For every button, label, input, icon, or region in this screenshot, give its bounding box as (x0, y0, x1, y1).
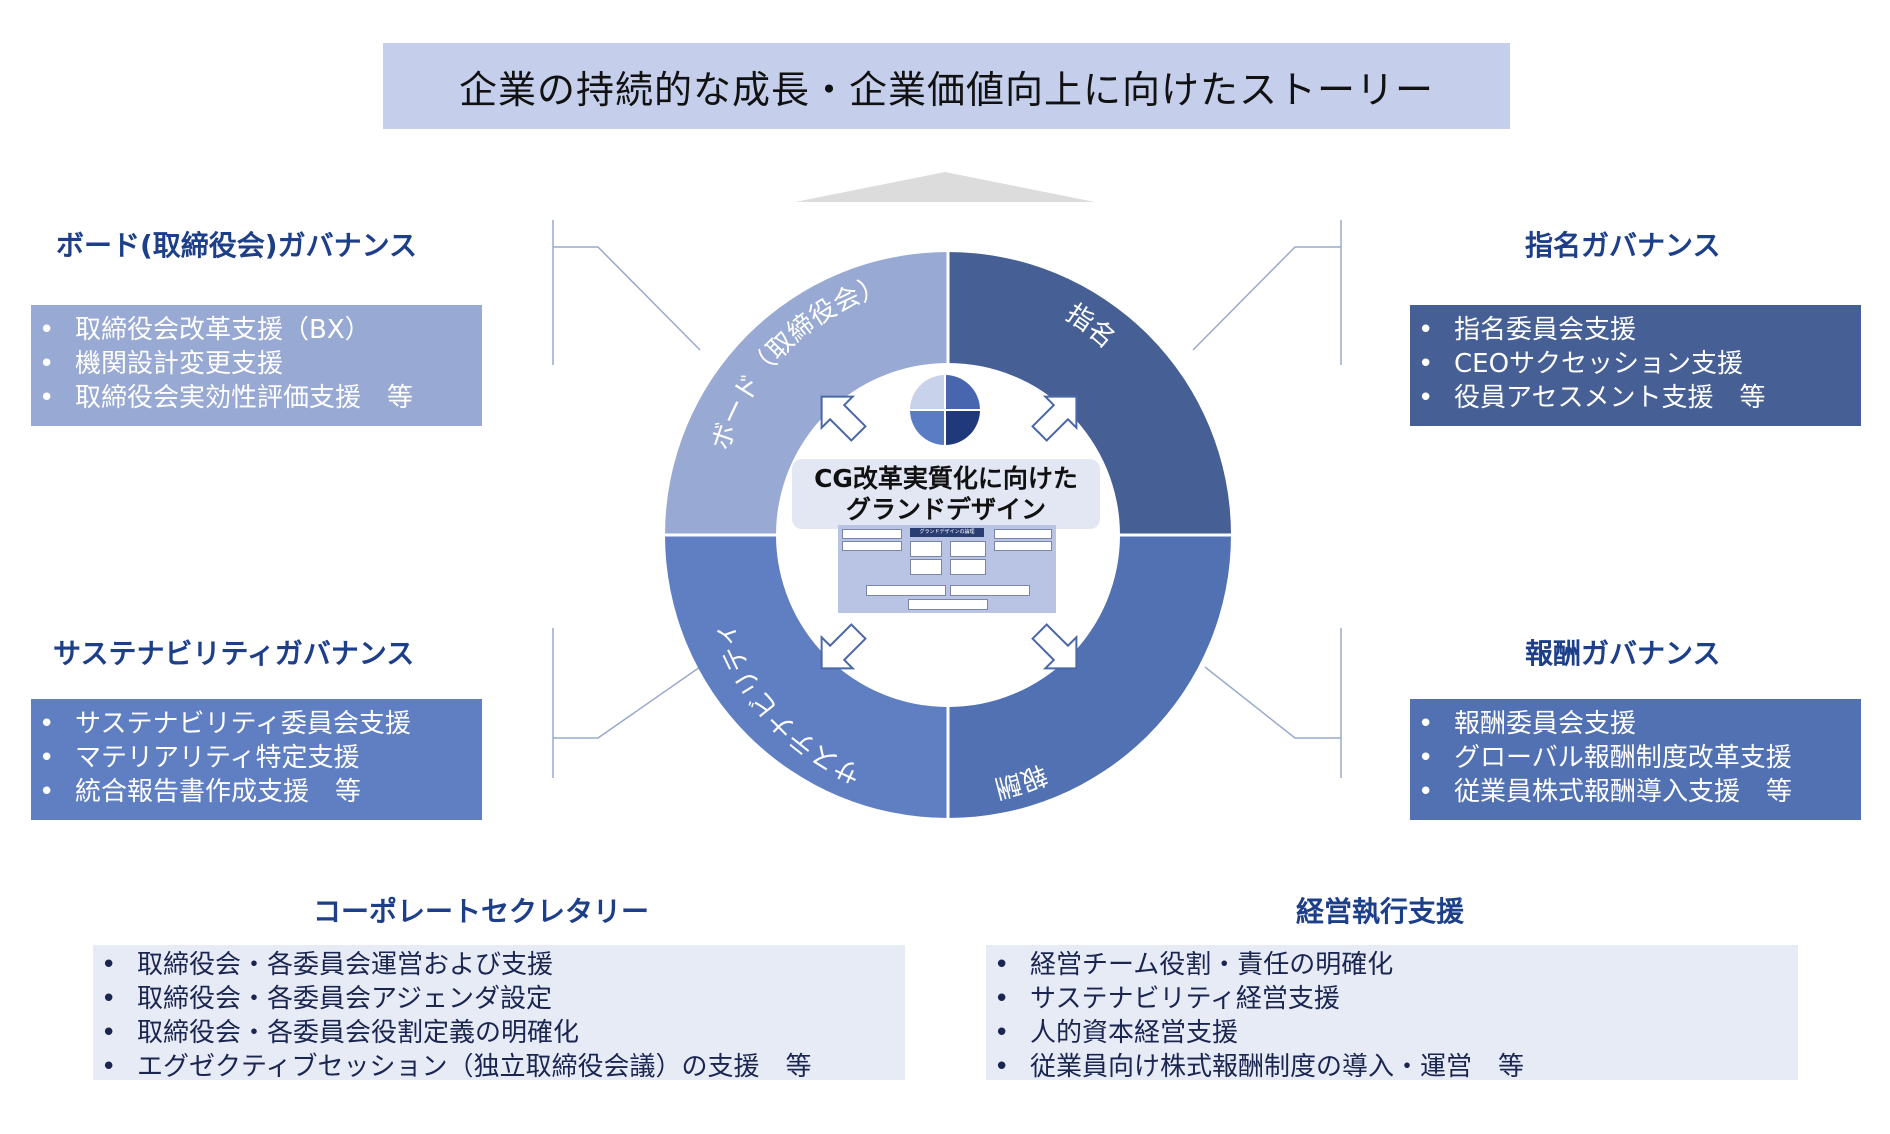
thumbnail-cell (950, 541, 986, 557)
list-item: 取締役会・各委員会運営および支援 (101, 948, 905, 982)
center-title: CG改革実質化に向けた グランドデザイン (792, 459, 1100, 529)
center-title-line1: CG改革実質化に向けた (814, 464, 1078, 493)
corporate-secretary-title: コーポレートセクレタリー (313, 895, 650, 928)
center-title-line2: グランドデザイン (845, 495, 1046, 524)
list-item: 機関設計変更支援 (39, 347, 482, 381)
list-item: 取締役会実効性評価支援 等 (39, 381, 482, 415)
list-item: 指名委員会支援 (1418, 313, 1861, 347)
thumbnail-cell (910, 559, 942, 575)
thumbnail-cell (908, 599, 988, 610)
thumbnail-cell (866, 585, 946, 596)
ring-segment-nomination (948, 252, 1231, 535)
arrow-up-left-icon (820, 395, 867, 442)
pie-logo-icon (909, 374, 981, 446)
list-item: 統合報告書作成支援 等 (39, 775, 482, 809)
list-item: マテリアリティ特定支援 (39, 741, 482, 775)
list-item: CEOサクセッション支援 (1418, 347, 1861, 381)
compensation-governance-title: 報酬ガバナンス (1525, 637, 1721, 670)
nomination-governance-box: 指名委員会支援 CEOサクセッション支援 役員アセスメント支援 等 (1410, 305, 1861, 426)
list-item: 取締役会・各委員会アジェンダ設定 (101, 982, 905, 1016)
page-title: 企業の持続的な成長・企業価値向上に向けたストーリー (458, 67, 1434, 112)
list-item: サステナビリティ委員会支援 (39, 707, 482, 741)
thumbnail-cell (910, 541, 942, 557)
list-item: エグゼクティブセッション（独立取締役会議）の支援 等 (101, 1050, 905, 1084)
ring-segment-board (665, 252, 948, 535)
list-item: グローバル報酬制度改革支援 (1418, 741, 1861, 775)
nomination-governance-title: 指名ガバナンス (1525, 229, 1721, 262)
up-arrow-icon (795, 172, 1095, 202)
thumbnail-cell (842, 541, 902, 551)
ring-segment-compensation (948, 535, 1231, 818)
list-item: サステナビリティ経営支援 (994, 982, 1798, 1016)
thumbnail-cell (994, 529, 1052, 539)
list-item: 役員アセスメント支援 等 (1418, 381, 1861, 415)
list-item: 人的資本経営支援 (994, 1016, 1798, 1050)
list-item: 取締役会改革支援（BX） (39, 313, 482, 347)
thumbnail-cell (842, 529, 902, 539)
management-execution-box: 経営チーム役割・責任の明確化 サステナビリティ経営支援 人的資本経営支援 従業員… (986, 945, 1798, 1084)
list-item: 報酬委員会支援 (1418, 707, 1861, 741)
sustainability-governance-box: サステナビリティ委員会支援 マテリアリティ特定支援 統合報告書作成支援 等 (31, 699, 482, 820)
board-governance-box: 取締役会改革支援（BX） 機関設計変更支援 取締役会実効性評価支援 等 (31, 305, 482, 426)
thumbnail-cell (950, 585, 1030, 596)
thumbnail-header: グランドデザインの論理 (910, 528, 984, 537)
list-item: 経営チーム役割・責任の明確化 (994, 948, 1798, 982)
page-title-banner: 企業の持続的な成長・企業価値向上に向けたストーリー (383, 43, 1510, 129)
arrow-up-right-icon (1031, 395, 1078, 442)
thumbnail-cell (994, 541, 1052, 551)
list-item: 従業員向け株式報酬制度の導入・運営 等 (994, 1050, 1798, 1084)
management-execution-title: 経営執行支援 (1296, 895, 1465, 928)
list-item: 従業員株式報酬導入支援 等 (1418, 775, 1861, 809)
sustainability-governance-title: サステナビリティガバナンス (53, 637, 415, 670)
grand-design-thumbnail: グランドデザインの論理 (838, 525, 1056, 613)
corporate-secretary-box: 取締役会・各委員会運営および支援 取締役会・各委員会アジェンダ設定 取締役会・各… (93, 945, 905, 1084)
compensation-governance-box: 報酬委員会支援 グローバル報酬制度改革支援 従業員株式報酬導入支援 等 (1410, 699, 1861, 820)
arrow-down-left-icon (820, 623, 867, 670)
list-item: 取締役会・各委員会役割定義の明確化 (101, 1016, 905, 1050)
thumbnail-cell (950, 559, 986, 575)
board-governance-title: ボード(取締役会)ガバナンス (56, 229, 418, 262)
ring-segment-sustainability (665, 535, 948, 818)
arrow-down-right-icon (1031, 623, 1078, 670)
